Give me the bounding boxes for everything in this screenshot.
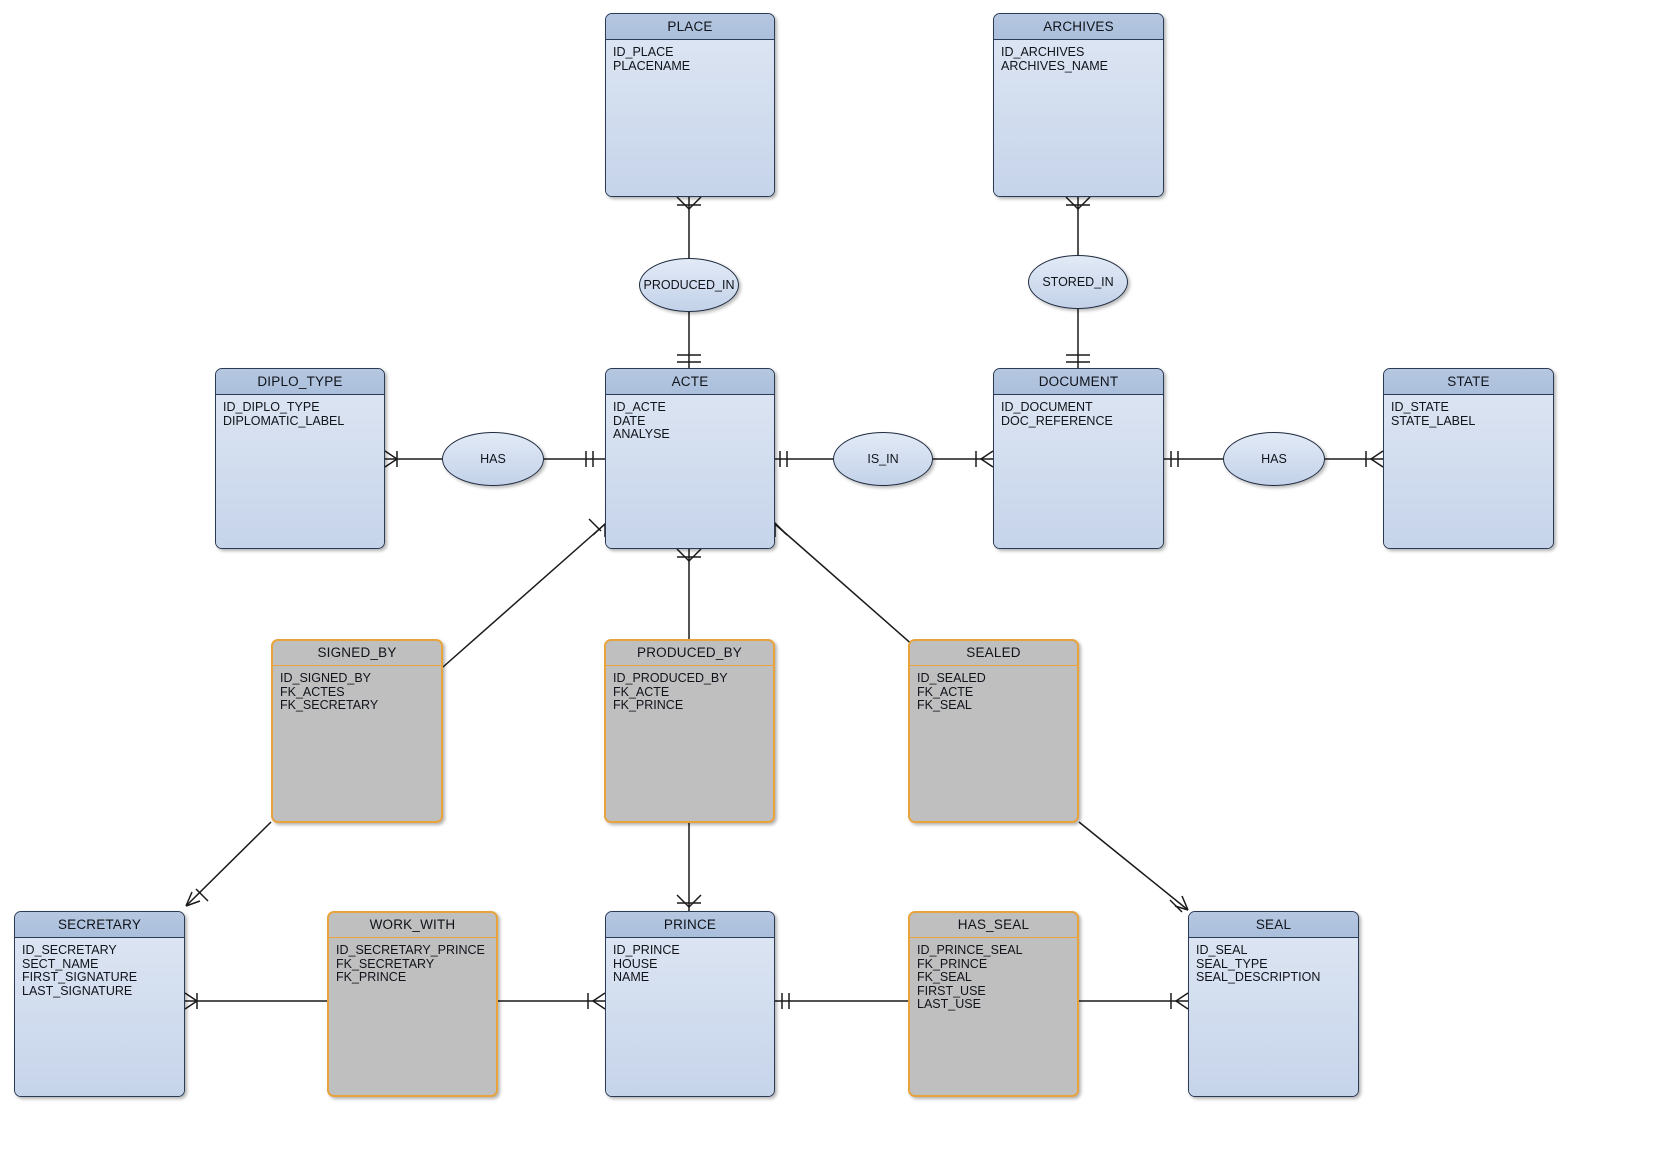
attribute: ID_PRODUCED_BY — [613, 671, 728, 685]
attribute: LAST_SIGNATURE — [22, 983, 133, 998]
attribute: FK_SECRETARY — [336, 956, 435, 971]
attribute: SEAL_TYPE — [1196, 956, 1268, 971]
edge-signedby-secretary — [185, 821, 272, 907]
attribute: ID_ACTE — [613, 400, 666, 414]
entity-title-signed_by: SIGNED_BY — [273, 641, 441, 666]
entity-title-produced_by: PRODUCED_BY — [606, 641, 773, 666]
relationship-label: STORED_IN — [1042, 275, 1114, 289]
attribute: FK_ACTES — [280, 684, 345, 699]
entity-title-state: STATE — [1384, 369, 1553, 395]
attribute: NAME — [613, 970, 650, 984]
attribute: ARCHIVES_NAME — [1001, 58, 1108, 73]
attribute: FK_SECRETARY — [280, 698, 379, 712]
entity-title-sealed: SEALED — [910, 641, 1077, 666]
entity-title-secretary: SECRETARY — [15, 912, 184, 938]
attribute: ID_DIPLO_TYPE — [223, 400, 320, 414]
entity-title-work_with: WORK_WITH — [329, 913, 496, 938]
edge-sealed-seal — [1078, 821, 1189, 911]
attribute: FIRST_SIGNATURE — [22, 970, 138, 984]
relationship-stored_in[interactable]: STORED_IN — [1028, 255, 1128, 309]
attribute: STATE_LABEL — [1391, 413, 1476, 428]
entity-title-has_seal: HAS_SEAL — [910, 913, 1077, 938]
attribute: PLACENAME — [613, 58, 691, 73]
attribute: FK_ACTE — [613, 684, 670, 699]
entity-title-prince: PRINCE — [606, 912, 774, 938]
attribute: ID_SEAL — [1196, 943, 1248, 957]
attribute: ID_SIGNED_BY — [280, 671, 372, 685]
attribute: SEAL_DESCRIPTION — [1196, 970, 1321, 984]
relationship-label: HAS — [480, 452, 506, 466]
attribute: HOUSE — [613, 956, 658, 971]
attribute: LAST_USE — [917, 997, 981, 1011]
attribute: DOC_REFERENCE — [1001, 413, 1113, 428]
attribute: FIRST_USE — [917, 983, 986, 998]
attribute: FK_ACTE — [917, 684, 974, 699]
attribute: FK_PRINCE — [917, 956, 988, 971]
edge-acte-signedby — [442, 523, 606, 668]
attribute: FK_PRINCE — [336, 970, 407, 984]
relationship-produced_in[interactable]: PRODUCED_IN — [639, 258, 739, 312]
attribute: ID_PRINCE_SEAL — [917, 943, 1023, 957]
attribute: SECT_NAME — [22, 956, 99, 971]
entity-title-acte: ACTE — [606, 369, 774, 395]
relationship-has_state[interactable]: HAS — [1223, 432, 1325, 486]
attribute: ID_SECRETARY_PRINCE — [336, 943, 485, 957]
relationship-is_in[interactable]: IS_IN — [833, 432, 933, 486]
edge-acte-sealed — [774, 523, 916, 648]
attribute: ID_SECRETARY — [22, 943, 117, 957]
attribute: ID_ARCHIVES — [1001, 45, 1085, 59]
attribute: FK_PRINCE — [613, 698, 684, 712]
attribute: ID_PRINCE — [613, 943, 680, 957]
attribute: ID_PLACE — [613, 45, 674, 59]
entity-title-archives: ARCHIVES — [994, 14, 1163, 40]
relationship-label: HAS — [1261, 452, 1287, 466]
attribute: FK_SEAL — [917, 698, 972, 712]
attribute: FK_SEAL — [917, 970, 972, 984]
entity-title-document: DOCUMENT — [994, 369, 1163, 395]
attribute: ID_STATE — [1391, 400, 1449, 414]
attribute: ID_DOCUMENT — [1001, 400, 1093, 414]
relationship-has_diplo[interactable]: HAS — [442, 432, 544, 486]
entity-title-diplo: DIPLO_TYPE — [216, 369, 384, 395]
attribute: ID_SEALED — [917, 671, 986, 685]
entity-title-seal: SEAL — [1189, 912, 1358, 938]
relationship-label: PRODUCED_IN — [643, 278, 735, 292]
attribute: DATE — [613, 413, 646, 428]
entity-title-place: PLACE — [606, 14, 774, 40]
relationship-label: IS_IN — [867, 452, 899, 466]
attribute: ANALYSE — [613, 427, 670, 441]
attribute: DIPLOMATIC_LABEL — [223, 413, 345, 428]
